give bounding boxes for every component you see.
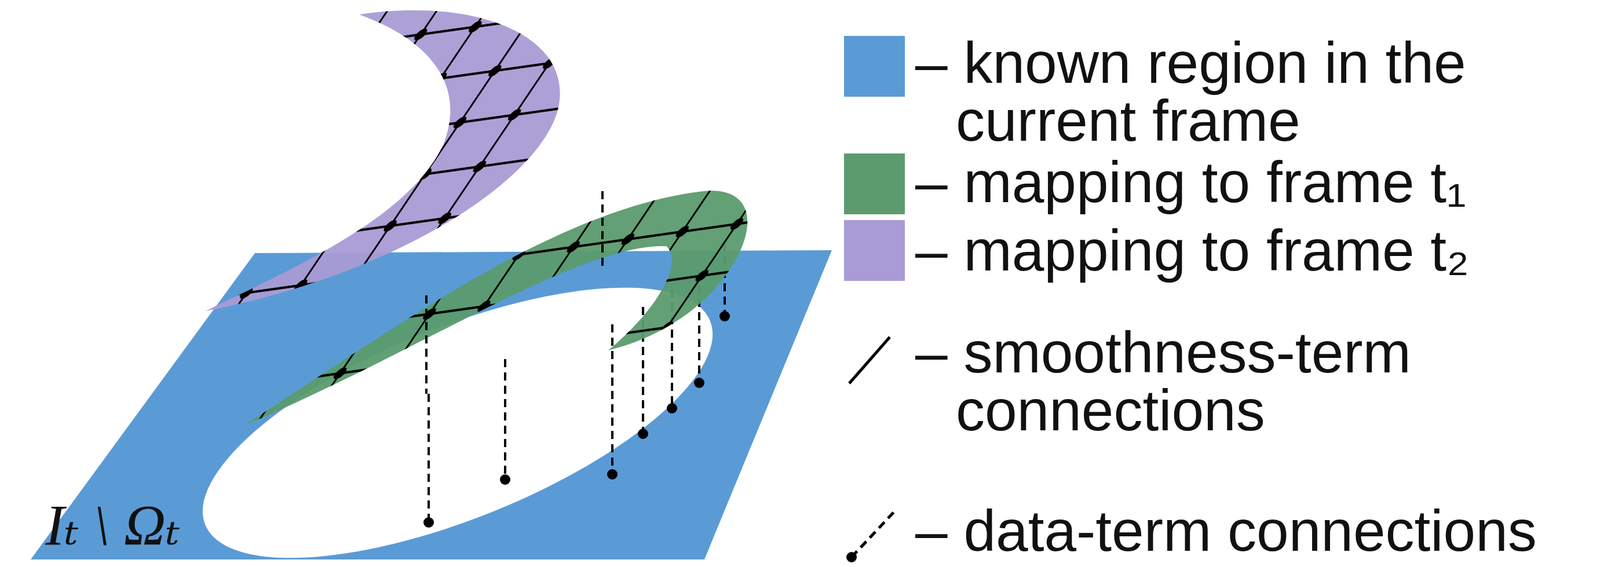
legend-text: – mapping to frame t₁	[915, 152, 1594, 211]
legend-text: – data-term connections	[915, 501, 1594, 560]
data-term-dots	[423, 311, 730, 528]
data-term-sample	[851, 510, 896, 558]
legend-swatch	[844, 153, 905, 215]
hole-region	[169, 232, 746, 567]
green-mapping-surface	[243, 190, 748, 426]
legend-text: – smoothness-term connections	[915, 323, 1536, 440]
smoothness-sample	[849, 337, 890, 384]
legend-swatch	[844, 220, 905, 281]
purple-data-lines	[426, 191, 603, 394]
legend-text: – known region in the current frame	[915, 33, 1536, 150]
data-term-sample-dot	[846, 552, 857, 563]
legend-swatch	[844, 35, 905, 97]
purple-mapping-surface	[205, 10, 561, 312]
plane-label: Iₜ \ Ωₜ	[45, 493, 181, 558]
legend-text: – mapping to frame t₂	[915, 221, 1594, 280]
